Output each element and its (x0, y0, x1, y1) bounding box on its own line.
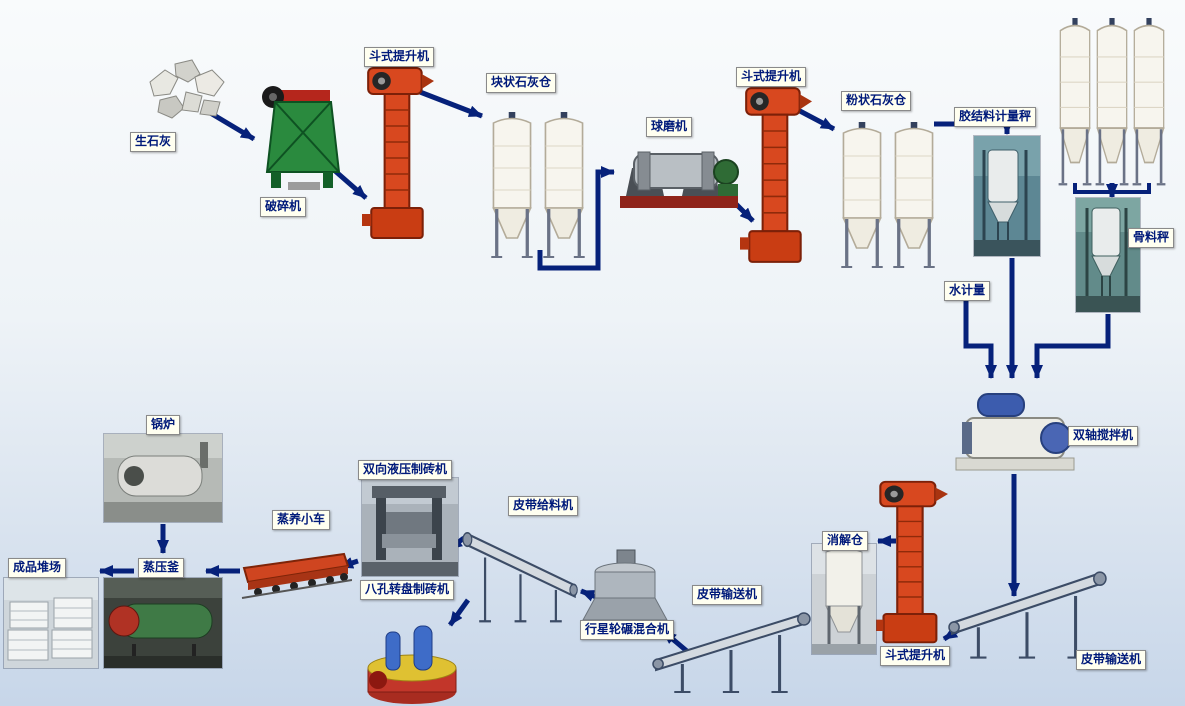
digestion-silo-photo (812, 544, 876, 654)
label-quicklime: 生石灰 (130, 132, 177, 152)
powder-lime-silos-graphic (838, 122, 938, 272)
product-yard-photo (4, 578, 98, 668)
label-planetary-mill-mixer: 行星轮碾混合机 (580, 620, 675, 640)
binder-metering-scale-photo (974, 136, 1040, 256)
quicklime-rocks-graphic (140, 52, 240, 130)
double-shaft-mixer-graphic (952, 382, 1078, 474)
label-belt-conveyor-middle: 皮带输送机 (692, 585, 763, 605)
belt-conveyor-middle-graphic (652, 598, 814, 698)
boiler-photo (104, 434, 222, 522)
label-water-metering: 水计量 (944, 281, 991, 301)
label-bucket-elevator-2: 斗式提升机 (736, 67, 807, 87)
ball-mill-graphic (618, 132, 740, 214)
label-bucket-elevator-1: 斗式提升机 (364, 47, 435, 67)
label-steam-curing-trolley: 蒸养小车 (272, 510, 331, 530)
block-lime-silos-graphic (488, 112, 588, 262)
label-product-yard: 成品堆场 (8, 558, 67, 578)
hydraulic-brick-machine-photo (362, 478, 458, 576)
label-rotary-brick-machine: 八孔转盘制砖机 (360, 580, 455, 600)
bucket-elevator-2-graphic (740, 84, 812, 268)
label-autoclave: 蒸压釜 (138, 558, 185, 578)
label-boiler: 锅炉 (146, 415, 181, 435)
rotary-brick-machine-graphic (356, 616, 462, 706)
aggregate-silos-graphic (1056, 18, 1168, 190)
label-belt-feeder: 皮带给料机 (508, 496, 579, 516)
crusher-graphic (258, 84, 346, 196)
autoclave-photo (104, 578, 222, 668)
bucket-elevator-3-graphic (874, 478, 948, 648)
label-block-lime-silo: 块状石灰仓 (486, 73, 557, 93)
belt-feeder-graphic (460, 516, 578, 628)
label-hydraulic-brick-machine: 双向液压制砖机 (358, 460, 453, 480)
aggregate-scale-photo (1076, 198, 1140, 312)
label-belt-conveyor-right: 皮带输送机 (1076, 650, 1147, 670)
label-bucket-elevator-3: 斗式提升机 (880, 646, 951, 666)
planetary-mill-mixer-graphic (575, 546, 675, 634)
steam-curing-trolley-graphic (240, 548, 352, 606)
label-ball-mill: 球磨机 (646, 117, 693, 137)
label-binder-metering-scale: 胶结料计量秤 (954, 107, 1037, 127)
label-digestion-silo: 消解仓 (822, 531, 869, 551)
belt-conveyor-right-graphic (948, 556, 1110, 664)
label-aggregate-scale: 骨料秤 (1128, 228, 1175, 248)
label-double-shaft-mixer: 双轴搅拌机 (1068, 426, 1139, 446)
label-crusher: 破碎机 (260, 197, 307, 217)
bucket-elevator-1-graphic (362, 64, 434, 244)
label-powder-lime-silo: 粉状石灰仓 (841, 91, 912, 111)
